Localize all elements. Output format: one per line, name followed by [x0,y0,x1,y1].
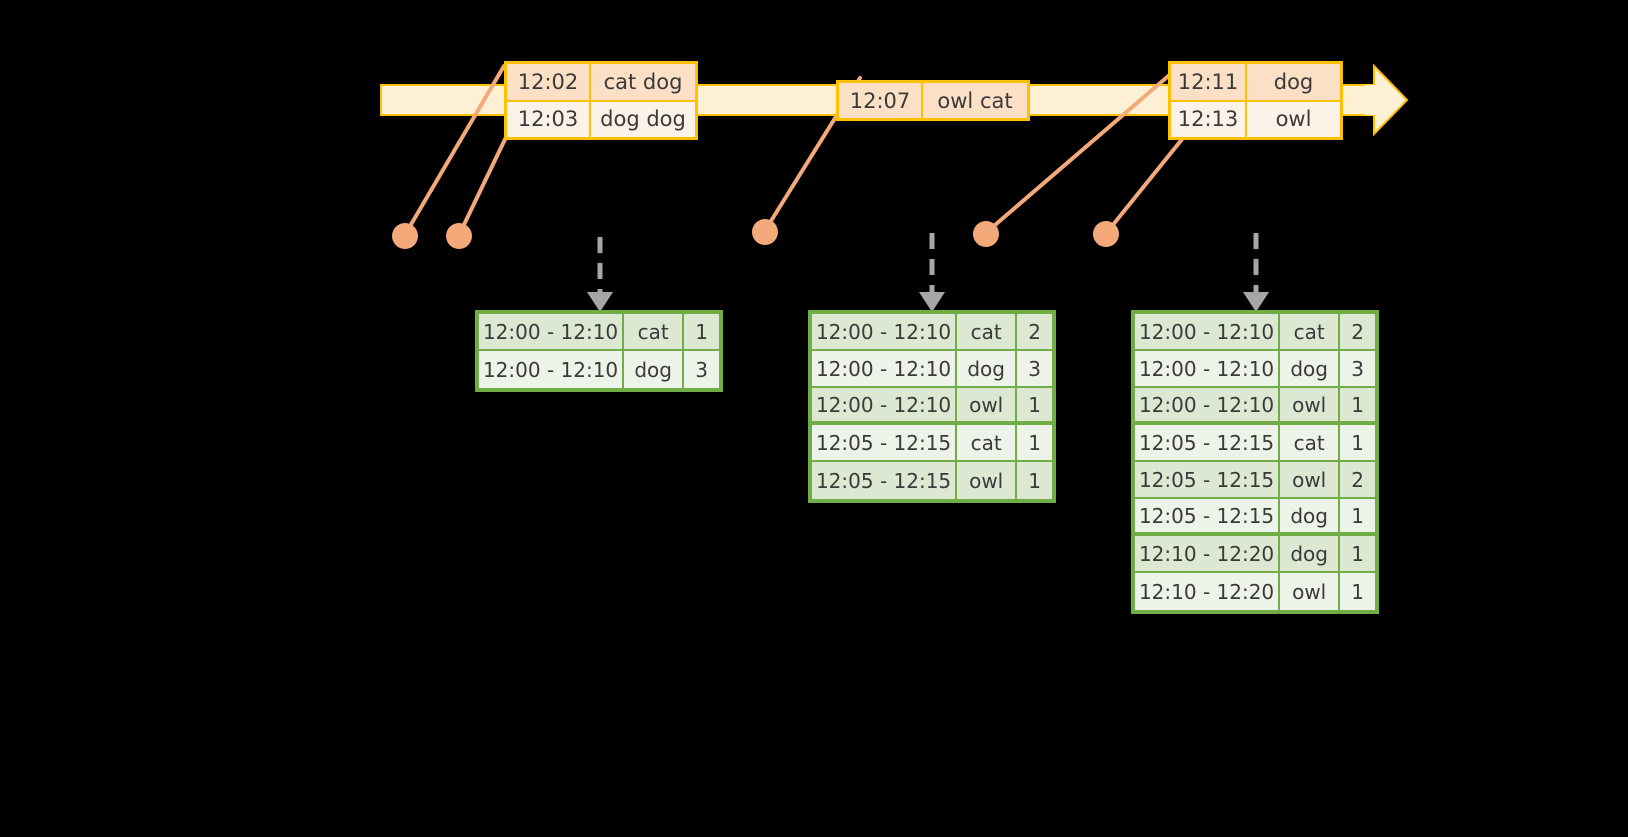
event-dot-3 [752,219,778,245]
table-cell-word: owl [1280,573,1341,610]
table-cell-count: 3 [1017,351,1052,388]
event-group-3[interactable]: 12:11 dog 12:13 owl [1168,61,1343,140]
event-row[interactable]: 12:03 dog dog [507,99,695,137]
table-cell-window: 12:05 - 12:15 [812,462,958,499]
event-time: 12:03 [507,101,591,137]
event-words: owl [1247,101,1340,137]
table-cell-word: dog [1280,499,1341,536]
table-cell-window: 12:00 - 12:10 [1135,388,1281,425]
dashed-arrowhead-2 [919,292,945,312]
table-cell-word: owl [957,388,1018,425]
event-words: dog [1247,64,1340,100]
table-cell-count: 2 [1340,314,1375,351]
table-cell-count: 3 [1340,351,1375,388]
table-cell-count: 2 [1017,314,1052,351]
table-cell-window: 12:05 - 12:15 [1135,499,1281,536]
event-row[interactable]: 12:07 owl cat [839,83,1027,118]
connector-line-4 [986,64,1182,233]
table-cell-window: 12:00 - 12:10 [1135,351,1281,388]
table-cell-count: 1 [684,314,719,351]
table-cell-count: 1 [1340,499,1375,536]
table-cell-word: owl [957,462,1018,499]
event-row[interactable]: 12:11 dog [1171,64,1340,100]
table-cell-count: 2 [1340,462,1375,499]
event-words: owl cat [923,83,1027,118]
table-cell-word: cat [957,314,1018,351]
table-cell-window: 12:05 - 12:15 [1135,425,1281,462]
table-cell-word: cat [957,425,1018,462]
table-cell-window: 12:05 - 12:15 [812,425,958,462]
dashed-arrows [587,233,1269,312]
table-cell-count: 1 [1017,425,1052,462]
table-cell-word: owl [1280,388,1341,425]
table-cell-count: 3 [684,351,719,388]
event-dot-5 [1093,221,1119,247]
table-cell-window: 12:10 - 12:20 [1135,573,1281,610]
table-cell-window: 12:00 - 12:10 [479,314,625,351]
event-group-2[interactable]: 12:07 owl cat [836,80,1030,121]
event-dots [392,219,1119,249]
table-cell-word: cat [624,314,685,351]
event-time: 12:11 [1171,64,1247,100]
event-group-1[interactable]: 12:02 cat dog 12:03 dog dog [504,61,698,140]
table-cell-word: dog [957,351,1018,388]
table-cell-count: 1 [1017,462,1052,499]
table-cell-window: 12:00 - 12:10 [1135,314,1281,351]
table-cell-word: dog [1280,536,1341,573]
event-words: dog dog [591,101,695,137]
table-cell-word: dog [624,351,685,388]
event-time: 12:13 [1171,101,1247,137]
event-row[interactable]: 12:02 cat dog [507,64,695,100]
table-cell-word: cat [1280,314,1341,351]
event-row[interactable]: 12:13 owl [1171,99,1340,137]
table-cell-word: owl [1280,462,1341,499]
table-cell-window: 12:05 - 12:15 [1135,462,1281,499]
event-dot-2 [446,223,472,249]
table-cell-count: 1 [1340,573,1375,610]
table-cell-window: 12:00 - 12:10 [812,351,958,388]
event-dot-1 [392,223,418,249]
dashed-arrowhead-1 [587,292,613,312]
table-cell-count: 1 [1340,536,1375,573]
table-cell-count: 1 [1340,388,1375,425]
event-words: cat dog [591,64,695,100]
event-dot-4 [973,221,999,247]
table-cell-word: dog [1280,351,1341,388]
table-cell-window: 12:00 - 12:10 [479,351,625,388]
event-time: 12:07 [839,83,923,118]
table-cell-window: 12:10 - 12:20 [1135,536,1281,573]
table-cell-word: cat [1280,425,1341,462]
event-time: 12:02 [507,64,591,100]
table-cell-count: 1 [1340,425,1375,462]
dashed-arrowhead-3 [1243,292,1269,312]
table-cell-window: 12:00 - 12:10 [812,388,958,425]
table-cell-count: 1 [1017,388,1052,425]
connector-line-1 [404,64,506,235]
table-cell-window: 12:00 - 12:10 [812,314,958,351]
